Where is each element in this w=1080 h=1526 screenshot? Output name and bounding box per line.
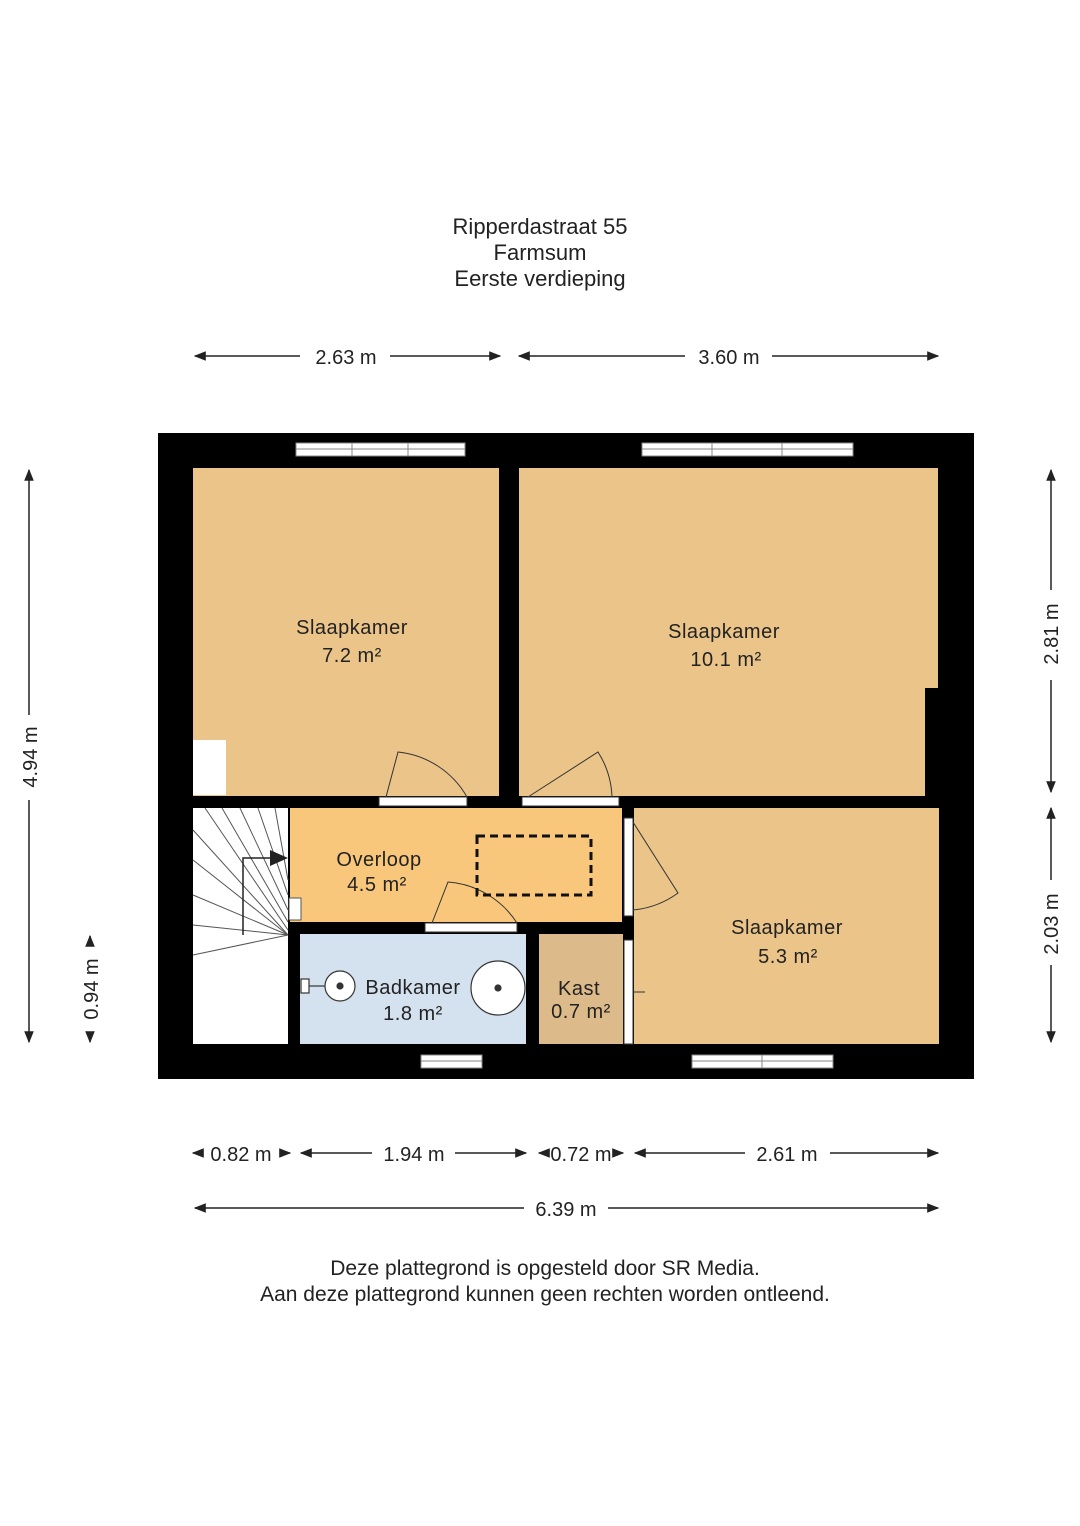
bathroom-fixtures (300, 960, 526, 1016)
dim-right-top: 2.81 m (1041, 603, 1063, 664)
room-landing[interactable] (290, 808, 622, 922)
dim-left-small: 0.94 m (81, 958, 103, 1019)
landing-area: 4.5 m² (347, 874, 407, 896)
dim-right-bottom: 2.03 m (1041, 893, 1063, 954)
skylight-outline (475, 834, 593, 897)
closet-name: Kast (558, 978, 600, 1000)
bedroom-right-bottom-area: 5.3 m² (758, 946, 818, 968)
room-bedroom-left[interactable] (193, 468, 499, 796)
dim-bottom-4: 2.61 m (756, 1144, 817, 1166)
bathroom-name: Badkamer (365, 977, 460, 999)
bedroom-left-name: Slaapkamer (296, 617, 408, 639)
dim-bottom-total: 6.39 m (535, 1199, 596, 1221)
disclaimer-line-2: Aan deze plattegrond kunnen geen rechten… (260, 1283, 830, 1306)
floor-line: Eerste verdieping (454, 266, 626, 291)
room-closet[interactable] (539, 934, 623, 1044)
address-line: Ripperdastraat 55 (452, 214, 628, 239)
disclaimer-line-1: Deze plattegrond is opgesteld door SR Me… (330, 1257, 760, 1280)
dim-bottom-1: 0.82 m (210, 1144, 271, 1166)
shaft (193, 740, 226, 795)
dim-top-left: 2.63 m (315, 347, 376, 369)
room-bedroom-right-bottom[interactable] (634, 808, 939, 1044)
bathroom-area: 1.8 m² (383, 1003, 443, 1025)
stairs (192, 807, 302, 956)
dim-bottom-2: 1.94 m (383, 1144, 444, 1166)
bedroom-right-top-name: Slaapkamer (668, 621, 780, 643)
wall-notch (925, 688, 939, 798)
city-line: Farmsum (493, 240, 587, 265)
dim-bottom-3: 0.72 m (550, 1144, 611, 1166)
bedroom-left-area: 7.2 m² (322, 645, 382, 667)
room-bedroom-right-top[interactable] (519, 468, 938, 796)
dim-top-right: 3.60 m (698, 347, 759, 369)
doors (378, 751, 679, 1045)
closet-area: 0.7 m² (551, 1001, 611, 1023)
bedroom-right-top-area: 10.1 m² (690, 649, 761, 671)
landing-name: Overloop (336, 849, 421, 871)
dimension-lines (24, 351, 1056, 1213)
bedroom-right-bottom-name: Slaapkamer (731, 917, 843, 939)
dim-left-total: 4.94 m (20, 726, 42, 787)
windows (295, 442, 854, 1069)
